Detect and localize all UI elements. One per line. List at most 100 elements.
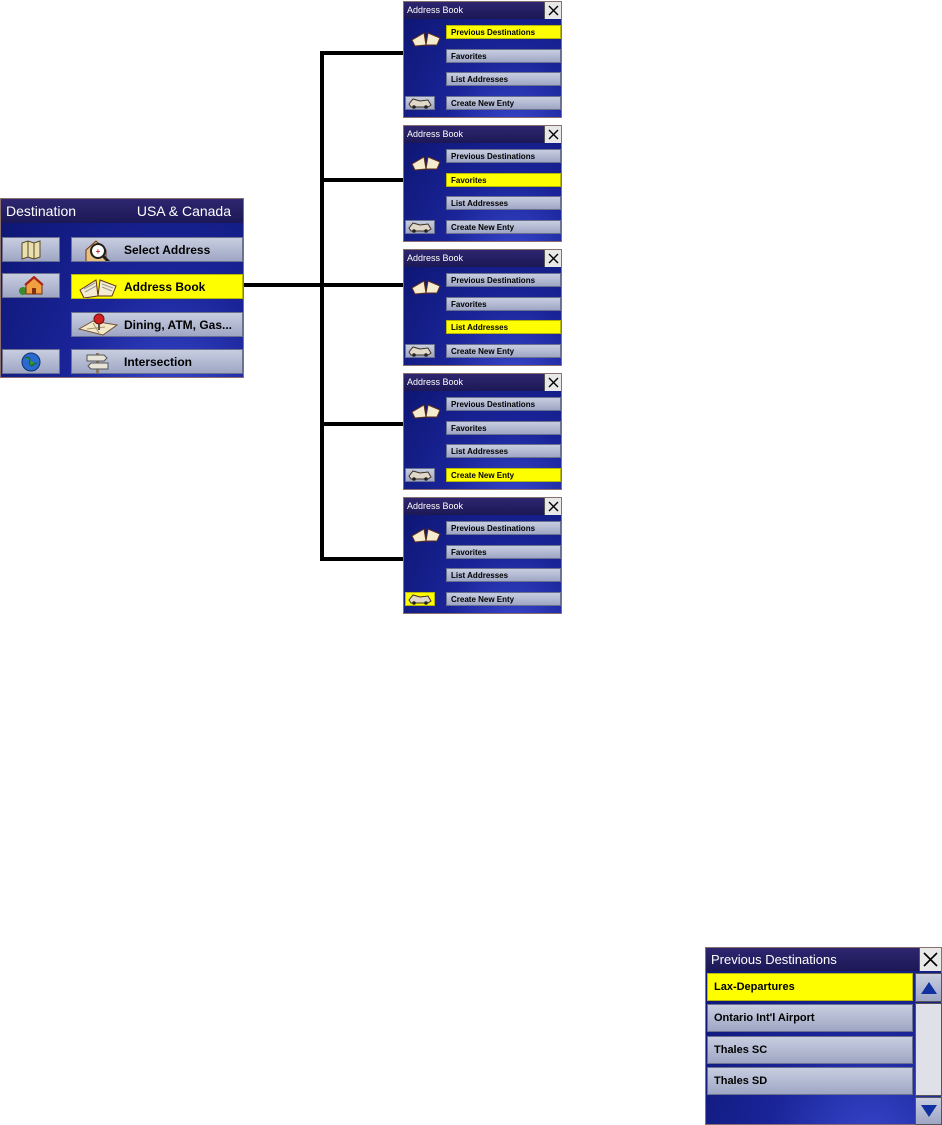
address-book-panel: Address Book Previous Destinations Favor… [403, 125, 562, 242]
create-new-entry-button[interactable]: Create New Enty [446, 344, 561, 358]
close-button[interactable] [544, 126, 561, 143]
car-button[interactable] [405, 468, 435, 482]
address-book-button[interactable]: Address Book [71, 274, 243, 299]
close-icon [548, 377, 558, 388]
open-book-icon [410, 278, 442, 296]
close-icon [548, 5, 558, 16]
favorites-button[interactable]: Favorites [446, 421, 561, 435]
destination-title: Destination [6, 203, 77, 219]
previous-destinations-button[interactable]: Previous Destinations [446, 149, 561, 163]
favorites-button[interactable]: Favorites [446, 545, 561, 559]
close-button[interactable] [544, 250, 561, 267]
address-book-panel: Address Book Previous Destinations Favor… [403, 1, 562, 118]
list-addresses-button[interactable]: List Addresses [446, 196, 561, 210]
create-new-entry-button[interactable]: Create New Enty [446, 592, 561, 606]
create-new-entry-label: Create New Enty [451, 98, 515, 108]
scroll-down-button[interactable] [915, 1097, 942, 1125]
previous-destinations-titlebar: Previous Destinations [706, 948, 941, 971]
address-book-titlebar: Address Book [404, 2, 561, 19]
favorites-button[interactable]: Favorites [446, 297, 561, 311]
list-item[interactable]: Lax-Departures [707, 973, 913, 1001]
dining-atm-gas-label: Dining, ATM, Gas... [124, 317, 232, 332]
previous-destinations-label: Previous Destinations [451, 523, 536, 533]
previous-destinations-label: Previous Destinations [451, 275, 536, 285]
close-button[interactable] [544, 374, 561, 391]
favorites-label: Favorites [451, 51, 487, 61]
create-new-entry-button[interactable]: Create New Enty [446, 220, 561, 234]
list-addresses-label: List Addresses [451, 446, 509, 456]
list-item[interactable]: Thales SD [707, 1067, 913, 1095]
globe-button[interactable] [2, 349, 60, 374]
address-book-panel: Address Book Previous Destinations Favor… [403, 249, 562, 366]
address-book-label: Address Book [124, 279, 206, 294]
list-item-label: Thales SC [714, 1044, 768, 1056]
scroll-up-button[interactable] [915, 973, 942, 1002]
address-book-title: Address Book [407, 501, 464, 511]
previous-destinations-button[interactable]: Previous Destinations [446, 273, 561, 287]
create-new-entry-label: Create New Enty [451, 594, 515, 604]
map-button[interactable] [2, 237, 60, 262]
favorites-label: Favorites [451, 423, 487, 433]
previous-destinations-panel: Previous Destinations Lax-Departures Ont… [705, 947, 942, 1125]
car-button[interactable] [405, 96, 435, 110]
arrow-up-icon [920, 981, 937, 994]
intersection-button[interactable]: Intersection [71, 349, 243, 374]
favorites-button[interactable]: Favorites [446, 173, 561, 187]
connector-branch-4 [320, 422, 404, 426]
car-icon [408, 594, 432, 605]
previous-destinations-button[interactable]: Previous Destinations [446, 25, 561, 39]
address-book-title: Address Book [407, 5, 464, 15]
open-book-icon [410, 402, 442, 420]
previous-destinations-label: Previous Destinations [451, 399, 536, 409]
magnifier-house-icon: + [80, 238, 114, 261]
address-book-titlebar: Address Book [404, 250, 561, 267]
connector-branch-1 [320, 51, 404, 55]
home-button[interactable] [2, 273, 60, 298]
list-addresses-button[interactable]: List Addresses [446, 72, 561, 86]
previous-destinations-button[interactable]: Previous Destinations [446, 521, 561, 535]
list-item[interactable]: Thales SC [707, 1036, 913, 1064]
favorites-button[interactable]: Favorites [446, 49, 561, 63]
intersection-label: Intersection [124, 354, 193, 369]
signpost-icon [82, 350, 112, 373]
close-icon [923, 952, 938, 967]
select-address-label: Select Address [124, 242, 211, 257]
svg-text:+: + [96, 247, 101, 256]
connector-from-address-book [243, 283, 324, 287]
close-button[interactable] [544, 498, 561, 515]
address-book-titlebar: Address Book [404, 126, 561, 143]
create-new-entry-button[interactable]: Create New Enty [446, 468, 561, 482]
car-icon [408, 346, 432, 357]
create-new-entry-button[interactable]: Create New Enty [446, 96, 561, 110]
connector-branch-5 [320, 557, 404, 561]
close-button[interactable] [919, 948, 941, 971]
car-icon [408, 470, 432, 481]
list-addresses-label: List Addresses [451, 198, 509, 208]
car-button[interactable] [405, 344, 435, 358]
list-addresses-label: List Addresses [451, 74, 509, 84]
previous-destinations-button[interactable]: Previous Destinations [446, 397, 561, 411]
open-book-icon [410, 526, 442, 544]
car-button[interactable] [405, 220, 435, 234]
create-new-entry-label: Create New Enty [451, 470, 515, 480]
scrollbar-track[interactable] [915, 1003, 942, 1096]
car-icon [408, 222, 432, 233]
list-item[interactable]: Ontario Int'l Airport [707, 1004, 913, 1032]
dining-atm-gas-button[interactable]: Dining, ATM, Gas... [71, 312, 243, 337]
list-addresses-button[interactable]: List Addresses [446, 444, 561, 458]
select-address-button[interactable]: + Select Address [71, 237, 243, 262]
list-addresses-button[interactable]: List Addresses [446, 320, 561, 334]
house-icon [19, 275, 44, 295]
close-button[interactable] [544, 2, 561, 19]
previous-destinations-label: Previous Destinations [451, 27, 536, 37]
open-book-icon [410, 30, 442, 48]
car-button[interactable] [405, 592, 435, 606]
address-book-title: Address Book [407, 253, 464, 263]
globe-icon [21, 352, 41, 371]
list-addresses-button[interactable]: List Addresses [446, 568, 561, 582]
previous-destinations-title: Previous Destinations [711, 952, 837, 967]
list-addresses-label: List Addresses [451, 322, 509, 332]
list-item-label: Ontario Int'l Airport [714, 1012, 815, 1024]
list-item-label: Thales SD [714, 1075, 768, 1087]
arrow-down-icon [920, 1105, 937, 1117]
